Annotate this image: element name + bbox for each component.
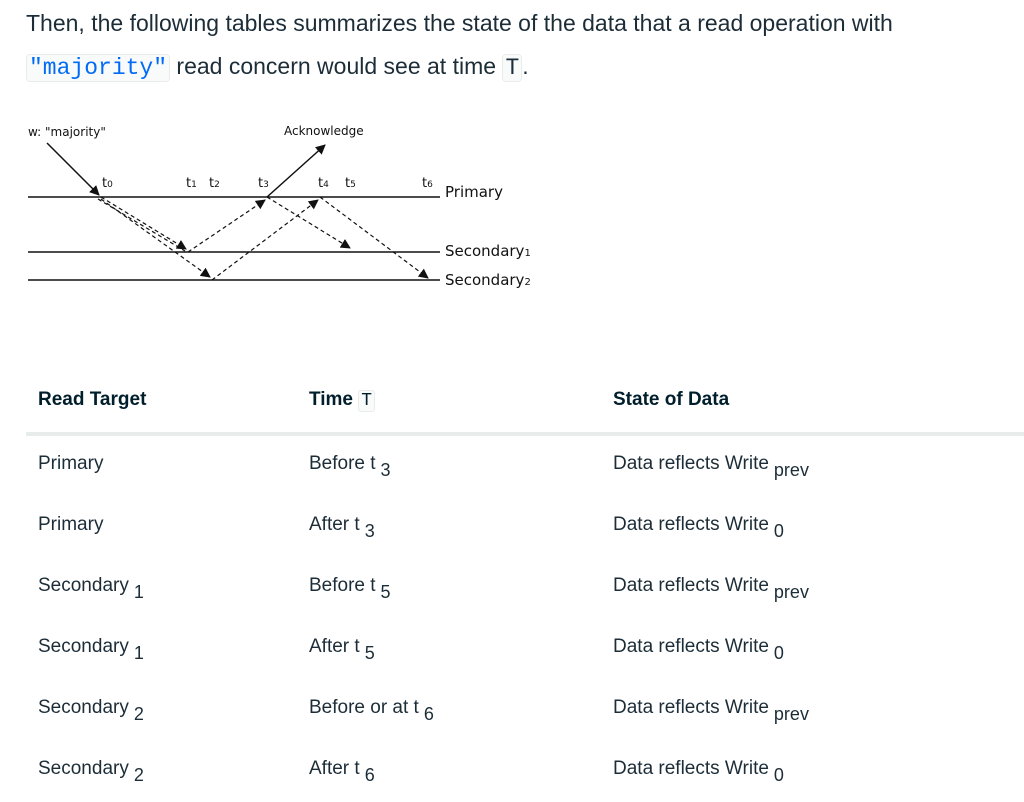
svg-text:t2: t2 [209,176,220,191]
intro-line-2: "majority" read concern would see at tim… [26,45,1024,90]
svg-text:t0: t0 [102,176,113,191]
svg-text:t6: t6 [422,176,433,191]
header-read-target: Read Target [26,368,297,436]
svg-text:t4: t4 [318,176,329,191]
secondary1-label: Secondary1 [445,242,531,260]
intro-line-1: Then, the following tables summarizes th… [26,10,893,36]
svg-text:t3: t3 [258,176,269,191]
acknowledge-label: Acknowledge [284,124,364,138]
svg-text:t1: t1 [186,176,197,191]
header-state: State of Data [601,368,1024,436]
time-t-code: T [502,54,523,82]
cell-target: Primary [38,452,104,474]
cell-target: Primary [38,513,104,535]
secondary2-label: Secondary2 [445,271,531,289]
replication-timeline-diagram: w: "majority" Acknowledge t0 t1 t2 t3 t4… [28,124,531,289]
intro-paragraph: Then, the following tables summarizes th… [26,2,1024,90]
svg-text:t5: t5 [345,176,356,191]
header-time: Time T [297,368,601,436]
write-majority-label: w: "majority" [28,125,106,139]
table-header-row: Read Target Time T State of Data [26,368,1024,436]
read-state-table: Read Target Time T State of Data Primary… [26,368,1024,802]
primary-label: Primary [445,183,503,201]
majority-code: "majority" [26,54,171,82]
